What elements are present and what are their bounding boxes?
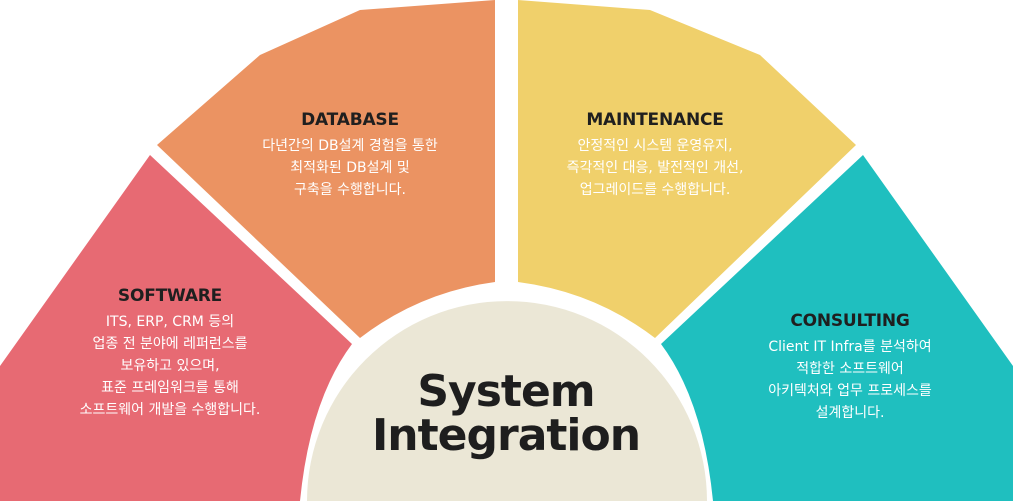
database-segment (157, 0, 495, 338)
maintenance-line: 즉각적인 대응, 발전적인 개선, (566, 160, 744, 176)
software-line: 소프트웨어 개발을 수행합니다. (79, 402, 261, 418)
consulting-line: 적합한 소프트웨어 (796, 361, 904, 377)
database-line: 다년간의 DB설계 경험을 통한 (262, 138, 438, 154)
software-line: 표준 프레임워크를 통해 (101, 380, 239, 396)
center-title-line1: System (417, 366, 595, 417)
consulting-line: 아키텍처와 업무 프로세스를 (768, 383, 932, 399)
maintenance-text: MAINTENANCE 안정적인 시스템 운영유지, 즉각적인 대응, 발전적인… (505, 110, 805, 201)
database-text: DATABASE 다년간의 DB설계 경험을 통한 최적화된 DB설계 및 구축… (200, 110, 500, 201)
software-line: 업종 전 분야에 레퍼런스를 (92, 336, 248, 352)
consulting-line: 설계합니다. (815, 405, 885, 421)
software-text: SOFTWARE ITS, ERP, CRM 등의 업종 전 분야에 레퍼런스를… (20, 286, 320, 421)
software-line: 보유하고 있으며, (120, 358, 220, 374)
maintenance-line: 안정적인 시스템 운영유지, (577, 138, 733, 154)
consulting-segment (661, 155, 1013, 501)
consulting-title: CONSULTING (790, 311, 910, 331)
consulting-text: CONSULTING Client IT Infra를 분석하여 적합한 소프트… (700, 311, 1000, 424)
database-title: DATABASE (301, 110, 399, 130)
consulting-line: Client IT Infra를 분석하여 (768, 339, 932, 355)
database-line: 최적화된 DB설계 및 (290, 160, 410, 176)
maintenance-segment (518, 0, 856, 338)
software-title: SOFTWARE (117, 286, 223, 306)
maintenance-title: MAINTENANCE (586, 110, 724, 130)
center-title-line2: Integration (371, 410, 641, 461)
software-segment (0, 155, 352, 501)
software-line: ITS, ERP, CRM 등의 (105, 314, 235, 330)
database-line: 구축을 수행합니다. (294, 182, 406, 198)
center-semicircle (307, 301, 707, 501)
maintenance-line: 업그레이드를 수행합니다. (579, 182, 731, 198)
center-title: System Integration (356, 370, 656, 458)
